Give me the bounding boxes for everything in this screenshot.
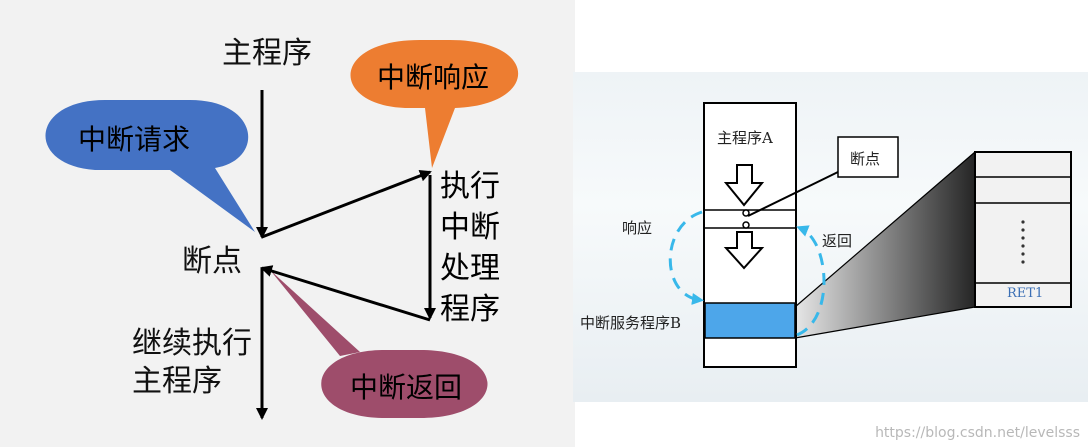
flow-arrow-1 [723,164,765,207]
flow-arrow-2 [723,231,765,270]
ret-label: RET1 [1007,286,1044,301]
interrupt-return-text: 中断返回 [350,371,463,404]
zoom-shadow [795,152,975,338]
watermark: https://blog.csdn.net/levelsss [875,425,1080,441]
response-label: 响应 [622,219,653,237]
breakpoint-callout-label: 断点 [850,150,881,168]
response-line [261,170,432,239]
return-arc [796,225,826,337]
main-program-label: 主程序 [222,36,312,71]
interrupt-response-bubble [350,40,519,168]
return-line [260,265,431,322]
interrupt-return-bubble [270,270,488,418]
main-program-a-label: 主程序A [717,129,773,147]
handler-vertical-label: 执行 中断 处理 程序 [440,166,504,330]
interrupt-request-bubble [45,100,255,232]
handler-label-2: 中断 [440,210,500,245]
continue-label-line1: 继续执行 [132,326,252,361]
breakpoint-callout-box [837,136,899,178]
isr-b-block [704,302,796,339]
isr-b-label: 中断服务程序B [580,314,682,332]
continue-label-line2: 主程序 [132,364,222,399]
left-diagram-graphics [45,40,519,420]
ret-panel-dots [1021,220,1025,264]
response-arc [668,210,704,305]
return-label: 返回 [822,232,853,250]
breakpoint-label: 断点 [182,244,242,279]
handler-label-1: 执行 [440,169,500,204]
interrupt-request-text: 中断请求 [78,123,191,156]
interrupt-response-text: 中断响应 [377,61,490,94]
handler-label-3: 处理 [440,251,500,286]
handler-label-4: 程序 [440,292,500,327]
